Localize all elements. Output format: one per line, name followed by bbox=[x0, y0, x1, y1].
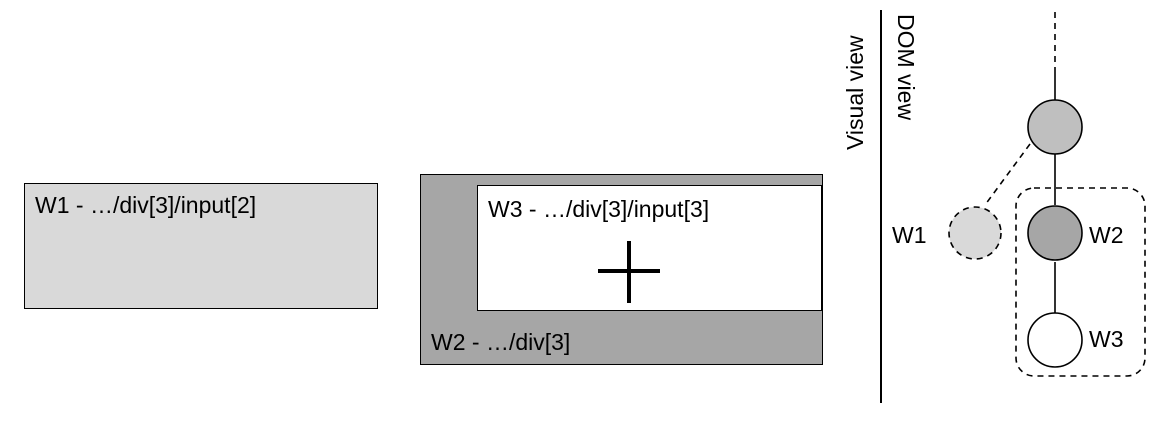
view-divider bbox=[880, 10, 882, 403]
crosshair-plus-icon-vertical bbox=[627, 241, 631, 303]
w3-box-label: W3 - …/div[3]/input[3] bbox=[488, 196, 710, 222]
w1-widget-box: W1 - …/div[3]/input[2] bbox=[24, 183, 378, 309]
w2-box-label: W2 - …/div[3] bbox=[431, 329, 571, 355]
tree-node-w2 bbox=[1027, 205, 1083, 261]
tree-node-w1 bbox=[948, 206, 1002, 260]
tree-edge-parent-w1 bbox=[984, 143, 1031, 206]
tree-node-w3-label: W3 bbox=[1089, 326, 1124, 352]
tree-node-w3 bbox=[1027, 312, 1083, 368]
tree-node-w1-label: W1 bbox=[892, 222, 927, 248]
w1-box-label: W1 - …/div[3]/input[2] bbox=[35, 192, 257, 218]
w3-widget-box: W3 - …/div[3]/input[3] bbox=[477, 185, 822, 311]
w2-w3-group-outline bbox=[1015, 187, 1146, 377]
tree-node-parent bbox=[1027, 99, 1083, 155]
tree-node-w2-label: W2 bbox=[1089, 222, 1124, 248]
